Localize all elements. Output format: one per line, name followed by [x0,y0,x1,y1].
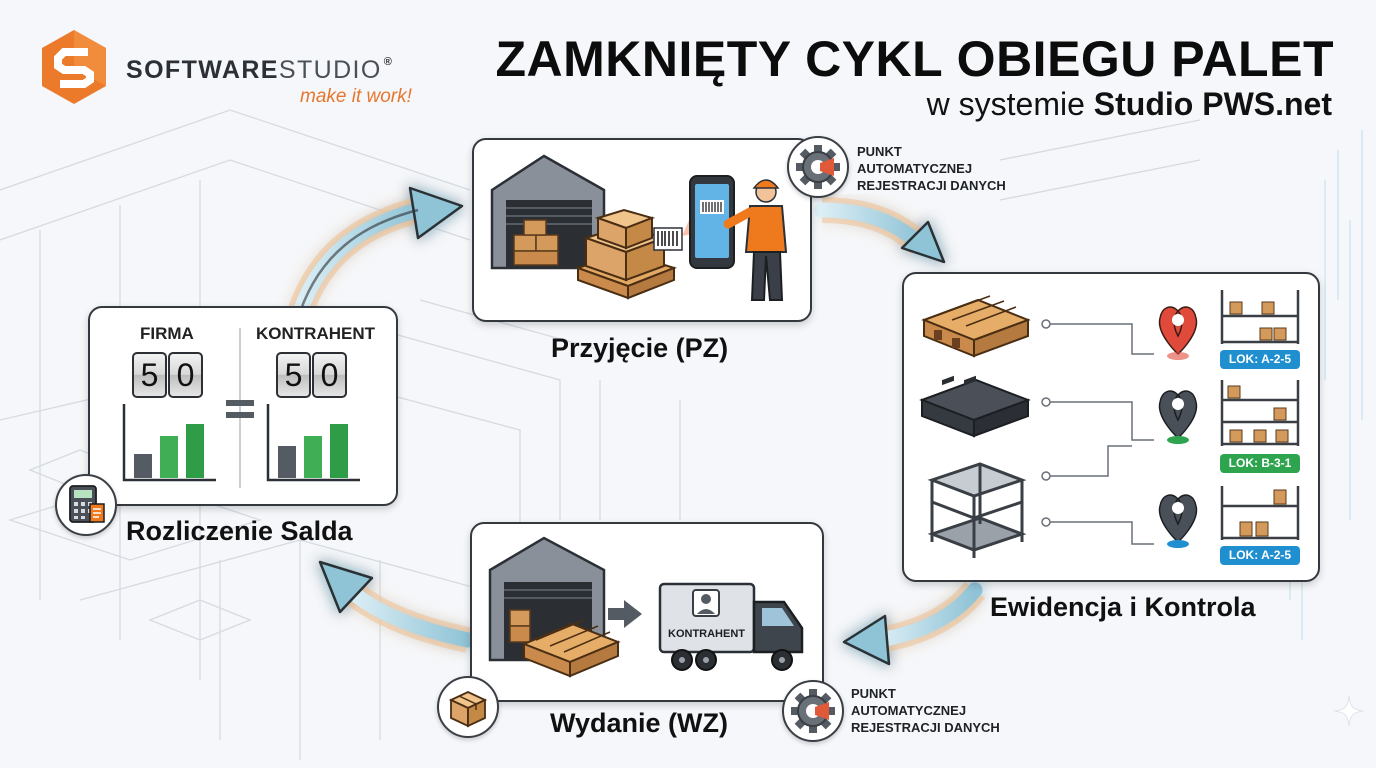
flow-arrow-przyjecie-to-ewidencja [814,197,946,264]
pallet-boxes-icon [575,208,677,300]
flow-arrow-wydanie-to-rozliczenie [318,560,476,653]
page-title: ZAMKNIĘTY CYKL OBIEGU PALET [495,31,1334,87]
balance-chart-illustration [122,328,360,488]
wydanie-label: Wydanie (WZ) [550,708,728,738]
sparkle-icon [1334,696,1364,726]
przyjecie-illustration [490,154,788,301]
plastic-pallet-icon [919,375,1031,438]
ewidencja-illustration [919,290,1300,558]
punkt-top-badge [787,136,849,198]
punkt-top-text: PUNKT AUTOMATYCZNEJ REJESTRACJI DANYCH [857,144,1006,193]
gear-scanner-icon [796,145,840,189]
flow-arrow-rozliczenie-to-przyjecie [287,186,464,320]
balance-bar [186,424,204,478]
warehouse-icon [488,536,606,662]
wydanie-illustration [488,536,804,678]
kontrahent-label: KONTRAHENT [256,324,375,343]
location-badge: LOK: A-2-5 [1220,546,1300,565]
przyjecie-label: Przyjęcie (PZ) [551,333,729,363]
wooden-pallet-icon [521,619,621,678]
punkt-bottom-badge [782,680,844,742]
storage-shelf-icon [1220,380,1300,446]
location-pin-icon [1158,494,1198,548]
firma-digit: 5 [132,352,167,398]
smartphone-icon [689,175,735,269]
location-badge: LOK: A-2-5 [1220,350,1300,369]
wydanie-card: KONTRAHENT [470,522,824,702]
punkt-bottom-text: PUNKT AUTOMATYCZNEJ REJESTRACJI DANYCH [851,686,1000,735]
metal-rack-pallet-icon [927,462,1027,558]
location-pin-icon [1158,390,1198,444]
location-badge: LOK: B-3-1 [1220,454,1300,473]
flow-arrow-ewidencja-to-wydanie [842,581,986,666]
firma-label: FIRMA [140,324,194,343]
truck-kontrahent-label: KONTRAHENT [668,628,745,640]
ewidencja-card: LOK: A-2-5 LOK: B-3-1 LOK: A-2-5 [902,272,1320,582]
barcode-icon [653,227,683,251]
balance-bar [278,446,296,478]
przyjecie-card [472,138,812,322]
ewidencja-label: Ewidencja i Kontrola [990,592,1256,622]
calculator-badge [55,474,117,536]
kontrahent-digit: 5 [276,352,311,398]
balance-bar [134,454,152,478]
balance-bar [304,436,322,478]
wooden-pallet-icon [921,295,1031,358]
storage-shelf-icon [1220,486,1300,540]
brand-tagline: make it work! [300,86,412,107]
transfer-arrow-icon [608,600,642,628]
rozliczenie-label: Rozliczenie Salda [126,516,353,546]
connector-lines [1041,319,1154,545]
location-pin-icon [1158,306,1198,360]
balance-bar [160,436,178,478]
box-badge [437,676,499,738]
warehouse-worker-icon [723,179,788,301]
box-icon [448,691,488,728]
calculator-icon [69,485,105,523]
delivery-truck-icon [658,582,804,671]
software-studio-logo-icon [42,30,106,104]
rozliczenie-card: FIRMA KONTRAHENT 5 0 5 0 [88,306,398,506]
warehouse-icon [490,154,606,270]
brand-name: SOFTWARESTUDIO® [126,56,394,84]
gear-scanner-icon [791,689,835,733]
kontrahent-digit: 0 [312,352,347,398]
balance-bar [330,424,348,478]
storage-shelf-icon [1220,290,1300,344]
page-subtitle: w systemie Studio PWS.net [926,86,1332,122]
firma-digit: 0 [168,352,203,398]
